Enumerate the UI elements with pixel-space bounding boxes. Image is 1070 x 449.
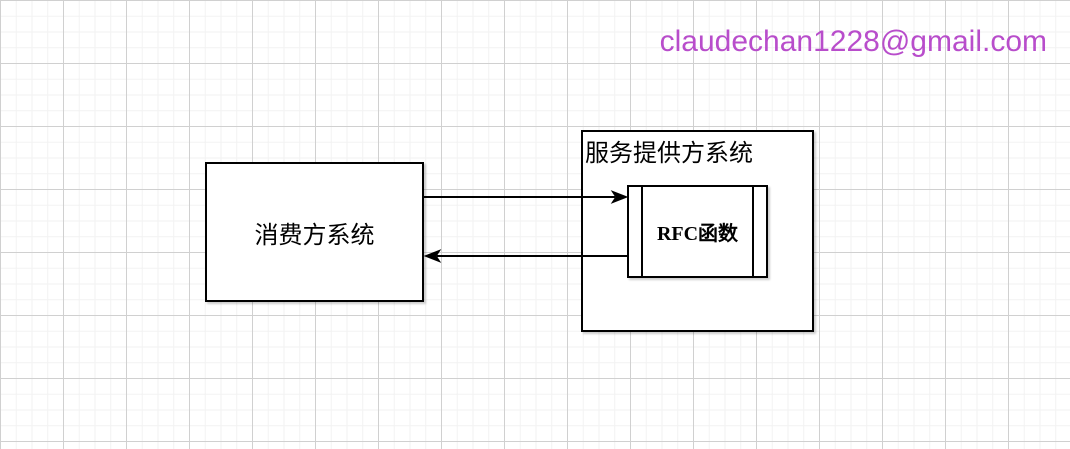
provider-system-box: 服务提供方系统: [581, 130, 814, 332]
consumer-system-box: 消费方系统: [205, 162, 424, 302]
rfc-function-label: RFC函数: [656, 223, 739, 245]
rfc-function-box: RFC函数: [627, 185, 768, 278]
watermark-email: claudechan1228@gmail.com: [659, 25, 1047, 58]
consumer-system-label: 消费方系统: [254, 221, 375, 249]
rfc-process-right-bar: [752, 187, 754, 276]
provider-system-label: 服务提供方系统: [585, 140, 753, 167]
rfc-process-left-bar: [641, 187, 643, 276]
